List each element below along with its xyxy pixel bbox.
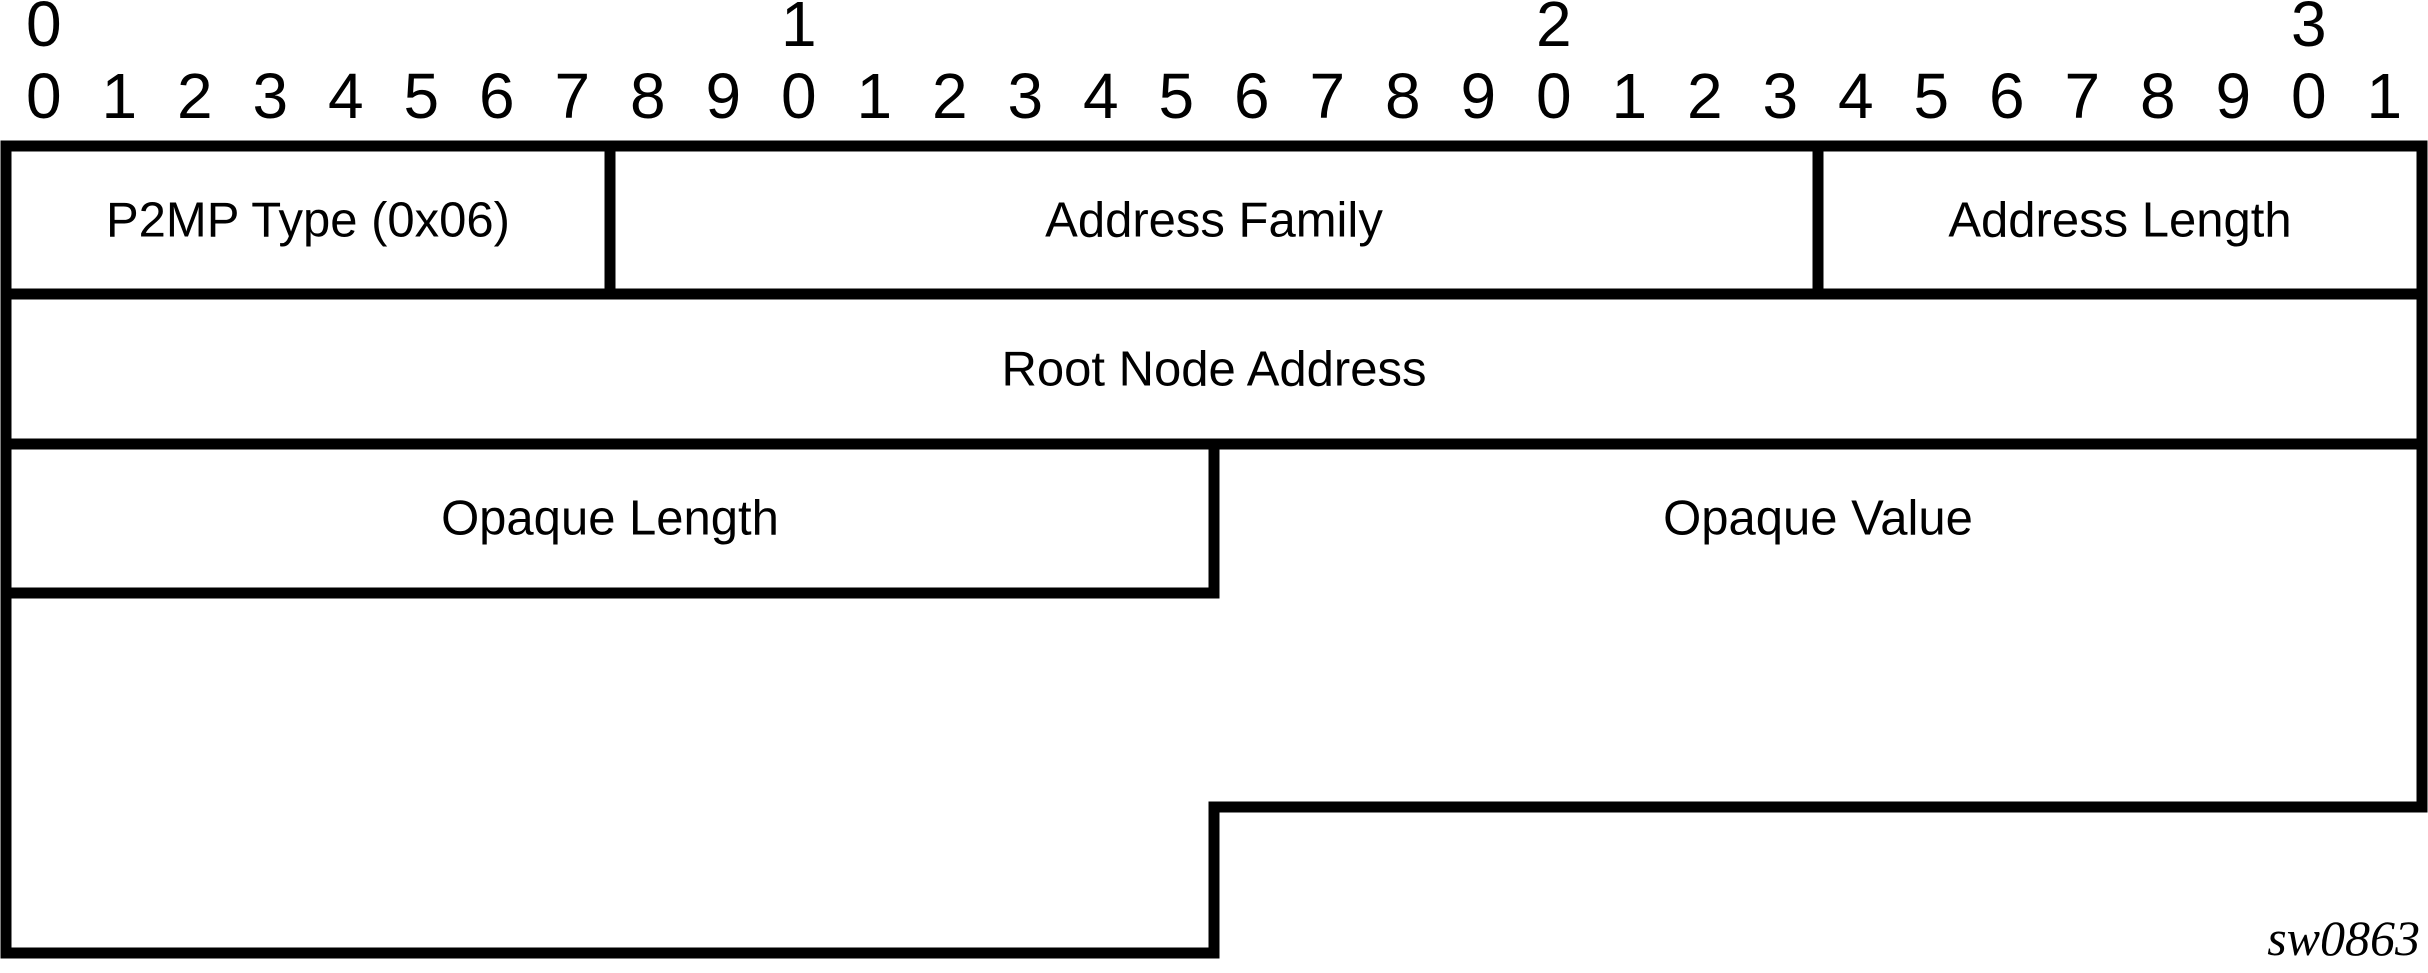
bit-digit: 4 bbox=[1837, 60, 1874, 132]
field-box-opaque-value-variable bbox=[0, 438, 2428, 959]
bit-tens-marker: 0 bbox=[25, 0, 62, 60]
bit-digit: 4 bbox=[327, 60, 364, 132]
bit-digit: 3 bbox=[1762, 60, 1799, 132]
field-label-address-length: Address Length bbox=[1948, 193, 2292, 248]
bit-digit: 8 bbox=[1384, 60, 1421, 132]
field-label-opaque-value: Opaque Value bbox=[1663, 491, 1973, 546]
bit-digit: 3 bbox=[1007, 60, 1044, 132]
field-label-p2mp-type: P2MP Type (0x06) bbox=[105, 193, 511, 248]
bit-digit: 1 bbox=[1611, 60, 1648, 132]
bit-digit: 5 bbox=[403, 60, 440, 132]
bit-digit: 1 bbox=[101, 60, 138, 132]
bit-tens-marker: 2 bbox=[1535, 0, 1572, 60]
bit-digit: 3 bbox=[252, 60, 289, 132]
field-label-address-family: Address Family bbox=[1045, 193, 1383, 248]
bit-digit: 6 bbox=[478, 60, 515, 132]
bit-digit: 0 bbox=[1535, 60, 1572, 132]
bit-digit: 7 bbox=[554, 60, 591, 132]
bit-digit: 9 bbox=[1460, 60, 1497, 132]
bit-digit: 5 bbox=[1913, 60, 1950, 132]
bit-digit: 2 bbox=[931, 60, 968, 132]
bit-digit: 5 bbox=[1158, 60, 1195, 132]
field-box-root-node-address bbox=[0, 288, 2428, 450]
bit-tens-marker: 3 bbox=[2290, 0, 2327, 60]
bit-digit: 1 bbox=[856, 60, 893, 132]
bit-digit: 4 bbox=[1082, 60, 1119, 132]
bit-digit: 9 bbox=[2215, 60, 2252, 132]
bit-digit: 0 bbox=[25, 60, 62, 132]
bit-tens-marker: 1 bbox=[780, 0, 817, 60]
bit-digit: 2 bbox=[1686, 60, 1723, 132]
bit-digit: 0 bbox=[2290, 60, 2327, 132]
bit-digit: 2 bbox=[176, 60, 213, 132]
figure-caption: sw0863 bbox=[2267, 910, 2420, 966]
bit-digit: 9 bbox=[705, 60, 742, 132]
bit-digit: 8 bbox=[2139, 60, 2176, 132]
bit-digit: 1 bbox=[2366, 60, 2403, 132]
bit-digit: 0 bbox=[780, 60, 817, 132]
bit-digit: 8 bbox=[629, 60, 666, 132]
field-box-address-length bbox=[1812, 140, 2428, 300]
bit-digit: 6 bbox=[1233, 60, 1270, 132]
bit-digit: 7 bbox=[1309, 60, 1346, 132]
bit-digit: 6 bbox=[1988, 60, 2025, 132]
field-label-root-node-address: Root Node Address bbox=[1001, 342, 1427, 397]
field-label-opaque-length: Opaque Length bbox=[441, 491, 779, 546]
bit-digit: 7 bbox=[2064, 60, 2101, 132]
